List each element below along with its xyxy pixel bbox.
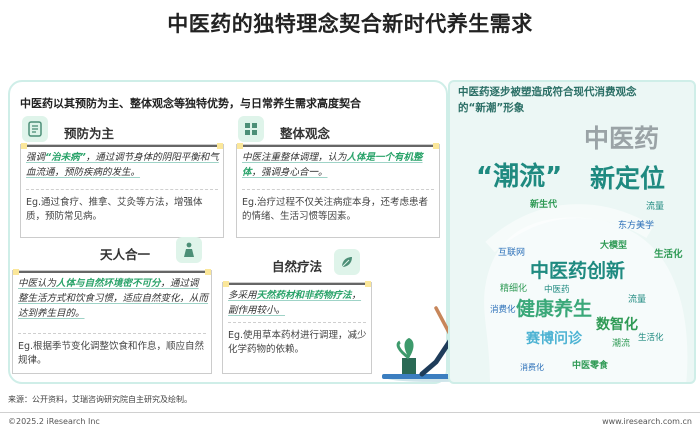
head-silhouette xyxy=(484,204,688,382)
quote-a: 多采用 xyxy=(228,290,257,301)
card-title-harmony: 天人合一 xyxy=(93,244,157,263)
headline: 中医药以其预防为主、整体观念等独特优势，与日常养生需求高度契合 xyxy=(16,95,365,113)
card-holistic xyxy=(236,143,440,238)
card-title-holistic: 整体观念 xyxy=(273,123,337,142)
word-life2: 生活化 xyxy=(638,333,664,343)
card-natural xyxy=(222,281,372,374)
card-holistic-example: Eg.治疗过程不仅关注病症本身，还考虑患者的情绪、生活习惯等因素。 xyxy=(242,197,429,222)
divider xyxy=(26,189,218,190)
word-tcm-innovation: 中医药创新 xyxy=(530,260,626,282)
word-flow2: 流量 xyxy=(628,295,647,305)
divider xyxy=(242,189,434,190)
card-prevention-example: Eg.通过食疗、推拿、艾灸等方法，增强体质，预防常见病。 xyxy=(26,197,203,222)
grid-icon xyxy=(238,116,264,142)
word-trend-small: 潮流 xyxy=(612,339,631,349)
divider xyxy=(18,333,206,334)
quote-a: 中医注重整体调理，认为 xyxy=(242,152,347,163)
quote-b: ，强调身心合一。 xyxy=(251,167,328,178)
document-icon xyxy=(22,116,48,142)
card-top-line xyxy=(21,143,223,149)
word-digital: 数智化 xyxy=(596,317,638,333)
word-consume2: 消费化 xyxy=(520,363,544,372)
word-life: 生活化 xyxy=(654,249,683,260)
quote-a: 强调 xyxy=(26,152,46,163)
footer-rule xyxy=(0,412,700,413)
word-chinese-med: 中医药 xyxy=(544,285,570,295)
headline-wrap: 中医药以其预防为主、整体观念等独特优势，与日常养生需求高度契合 xyxy=(16,92,365,113)
card-top-line xyxy=(223,281,371,287)
quote-b: ，通过调节身体的阴阳平衡和气血流通，预防疾病的发生。 xyxy=(26,152,219,178)
card-top-line xyxy=(237,143,439,149)
page-title: 中医药的独特理念契合新时代养生需求 xyxy=(167,12,533,36)
word-refine: 精细化 xyxy=(500,284,528,294)
quote-highlight: 人体是一个有机整体 xyxy=(242,152,423,178)
quote-highlight: 人体与自然环境密不可分 xyxy=(56,278,161,289)
divider xyxy=(228,322,366,323)
quote-highlight: “治未病” xyxy=(45,152,86,163)
word-new-gen: 新生代 xyxy=(530,200,558,210)
leaf-icon xyxy=(334,249,360,275)
word-cyber-consult: 赛博问诊 xyxy=(526,331,582,347)
right-title-line2: 的“新潮”形象 xyxy=(458,102,525,114)
word-trend: “潮流” xyxy=(476,162,563,192)
word-internet: 互联网 xyxy=(498,248,526,258)
word-health: 健康养生 xyxy=(516,298,593,320)
right-title: 中医药逐步被塑造成符合现代消费观念 的“新潮”形象 xyxy=(458,84,694,116)
word-tcm-snack: 中医零食 xyxy=(572,361,609,371)
quote-b: ，副作用较小。 xyxy=(228,290,362,316)
card-title-natural: 自然疗法 xyxy=(265,256,329,275)
card-harmony-example: Eg.根据季节变化调整饮食和作息，顺应自然规律。 xyxy=(18,341,205,366)
word-eastern: 东方美学 xyxy=(618,221,655,231)
word-bigmodel: 大模型 xyxy=(600,241,628,251)
quote-a: 中医认为 xyxy=(18,278,57,289)
website-link[interactable]: www.iresearch.com.cn xyxy=(602,417,692,426)
word-big-tcm: 中医药 xyxy=(584,124,660,153)
card-title-prevention: 预防为主 xyxy=(57,123,121,142)
card-natural-quote: 多采用天然药材和非药物疗法，副作用较小。 xyxy=(228,288,368,318)
card-top-line xyxy=(13,269,211,275)
word-consume: 消费化 xyxy=(490,305,516,315)
card-natural-example: Eg.使用草本药材进行调理，减少化学药物的依赖。 xyxy=(228,330,367,355)
card-harmony xyxy=(12,269,212,374)
word-flow: 流量 xyxy=(646,202,665,212)
copyright: ©2025.2 iResearch Inc xyxy=(8,417,100,426)
person-icon xyxy=(176,237,202,263)
source-note: 来源：公开资料，艾瑞咨询研究院自主研究及绘制。 xyxy=(8,395,192,404)
right-title-line1: 中医药逐步被塑造成符合现代消费观念 xyxy=(458,86,637,98)
quote-highlight: 天然药材和非药物疗法 xyxy=(256,290,352,301)
card-prevention xyxy=(20,143,224,238)
quote-b: ，通过调整生活方式和饮食习惯，适应自然变化，从而达到养生目的。 xyxy=(18,278,209,319)
card-holistic-quote: 中医注重整体调理，认为人体是一个有机整体，强调身心合一。 xyxy=(242,150,436,180)
card-prevention-quote: 强调“治未病”，通过调节身体的阴阳平衡和气血流通，预防疾病的发生。 xyxy=(26,150,220,180)
right-panel xyxy=(448,80,696,384)
word-new-position: 新定位 xyxy=(590,164,666,193)
card-harmony-quote: 中医认为人体与自然环境密不可分，通过调整生活方式和饮食习惯，适应自然变化，从而达… xyxy=(18,276,208,321)
